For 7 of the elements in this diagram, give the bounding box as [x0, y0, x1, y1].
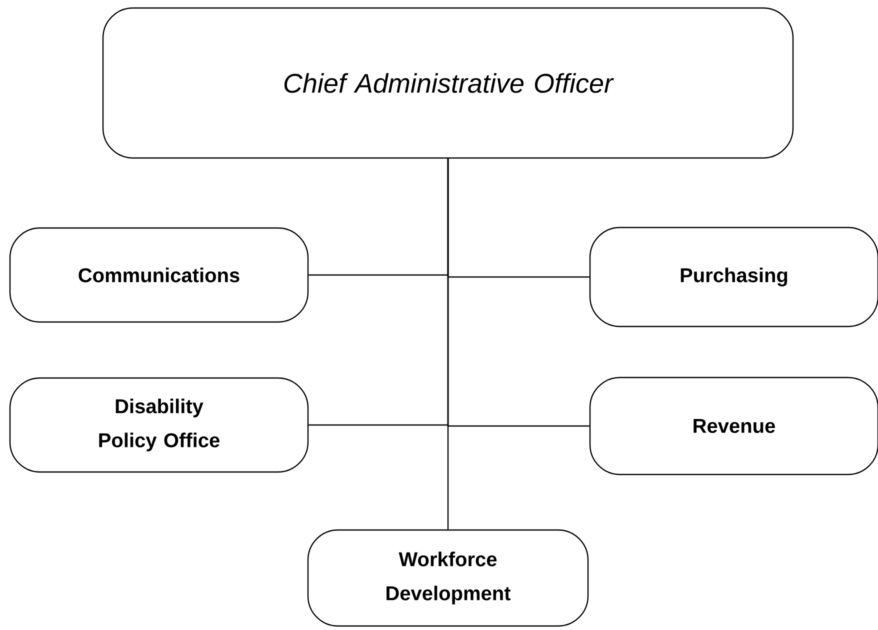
unit-box: Communications: [9, 227, 309, 323]
unit-box: Revenue: [589, 376, 878, 476]
connector-line: [447, 158, 449, 530]
unit-box: Disability Policy Office: [9, 377, 309, 473]
unit-box: Purchasing: [589, 226, 878, 328]
unit-box: Workforce Development: [307, 529, 589, 627]
title-box: Chief Administrative Officer: [102, 7, 794, 159]
